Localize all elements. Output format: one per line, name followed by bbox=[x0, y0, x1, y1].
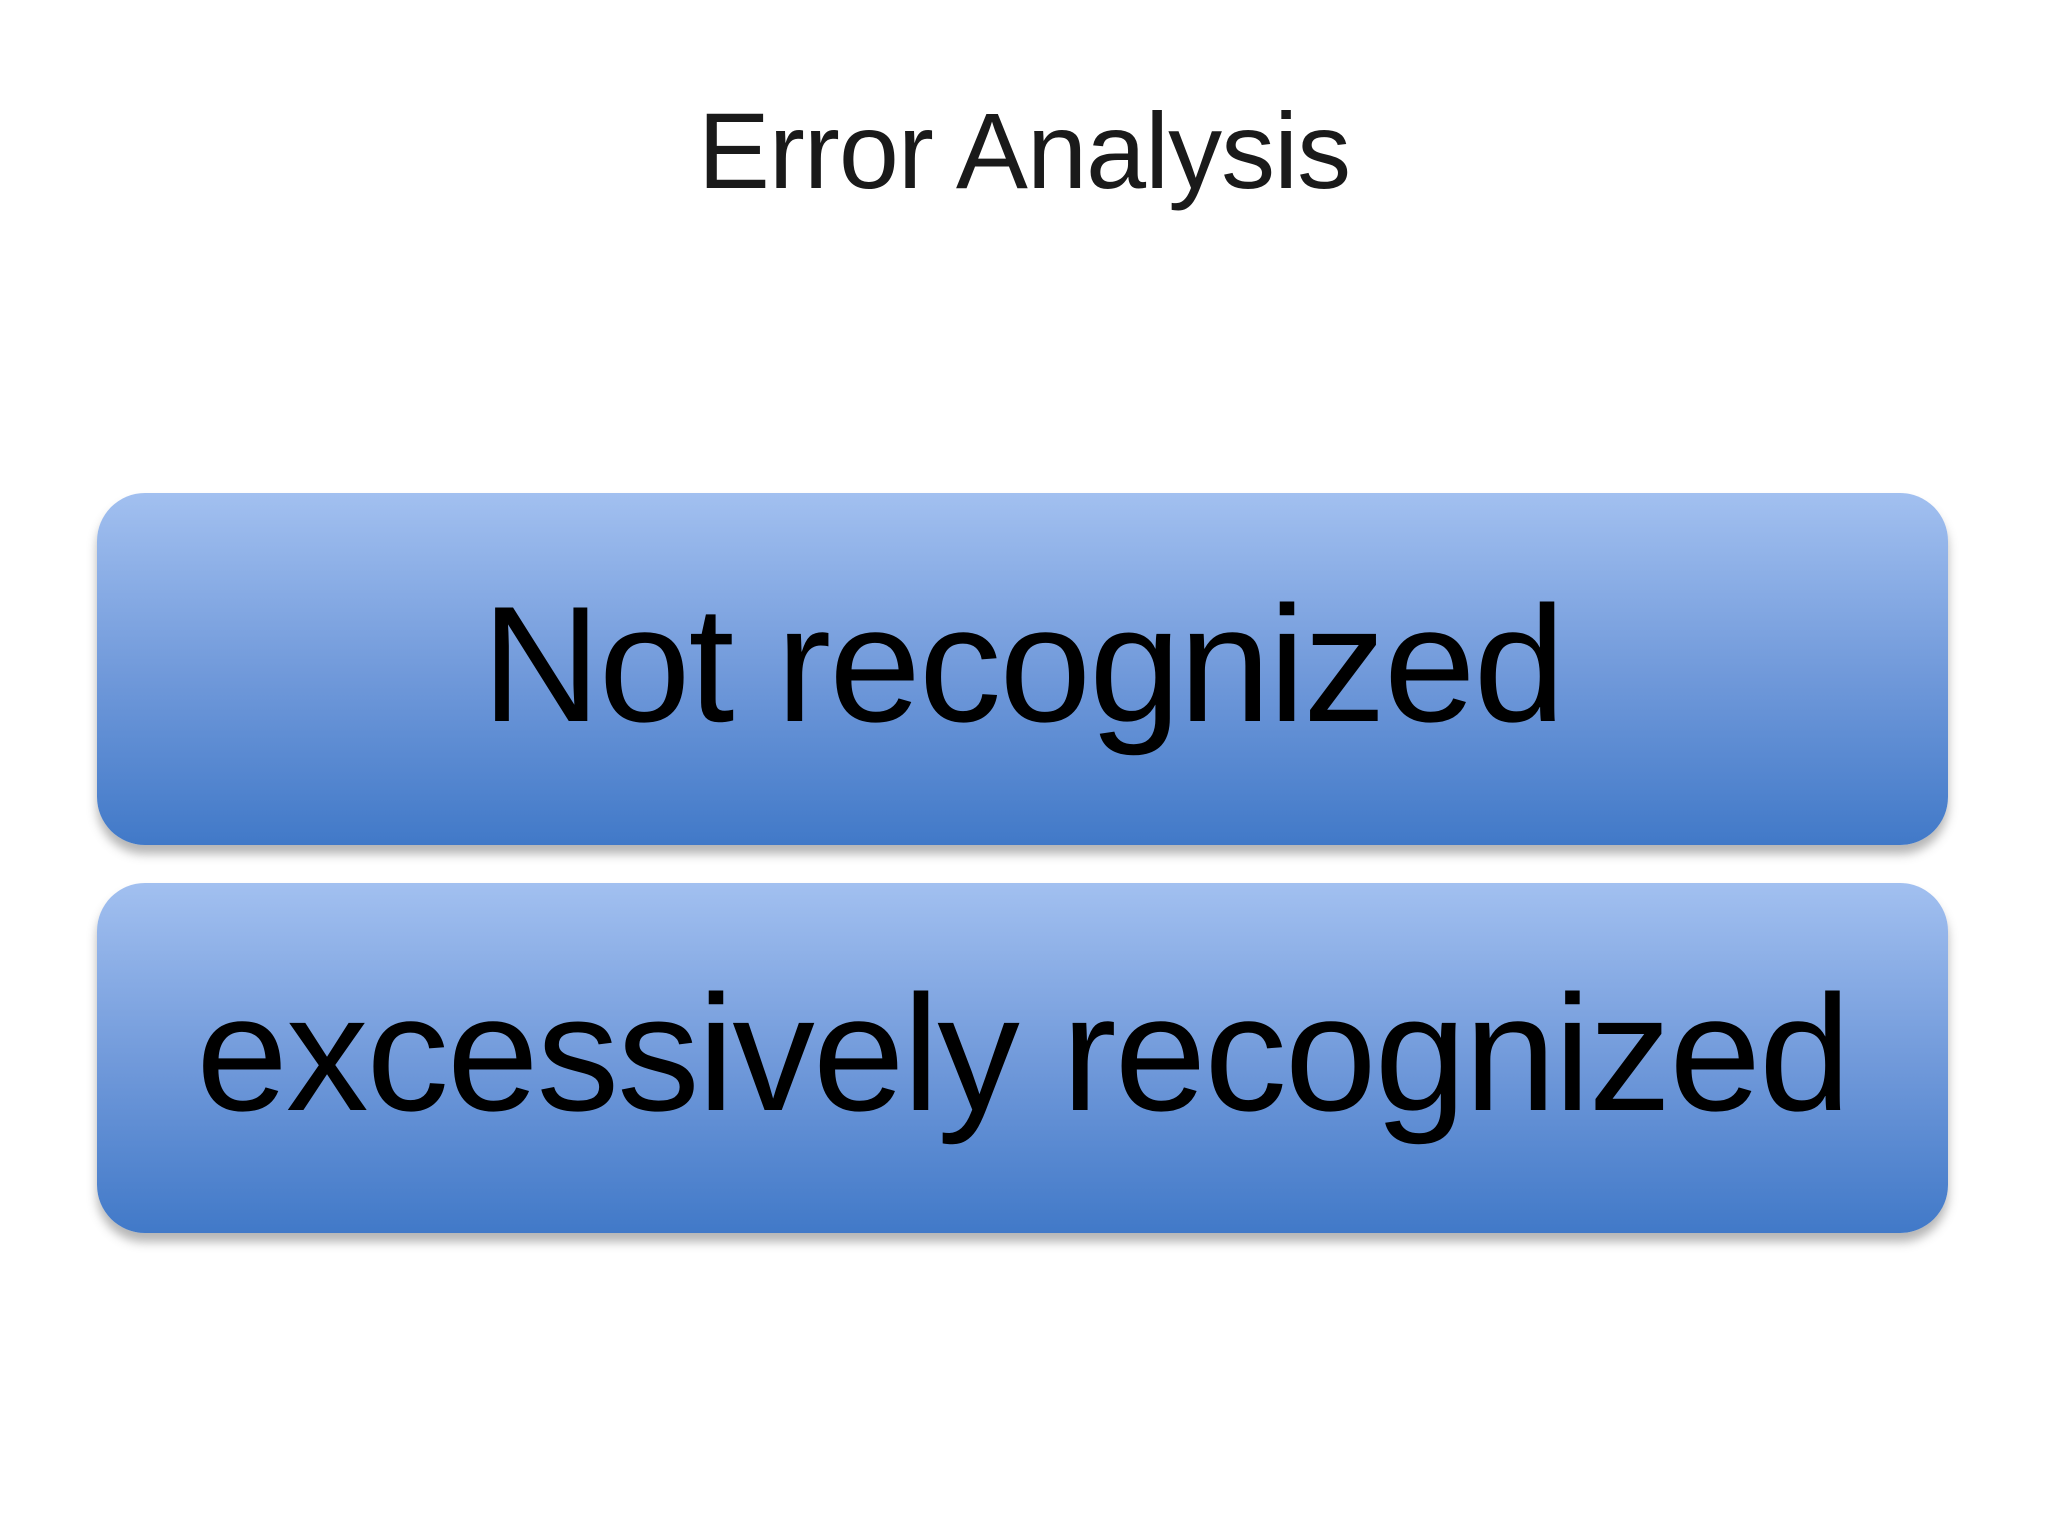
box-label-excessively-recognized: excessively recognized bbox=[196, 960, 1851, 1145]
slide-title: Error Analysis bbox=[697, 90, 1351, 211]
error-box-excessively-recognized: excessively recognized bbox=[97, 883, 1948, 1233]
error-box-not-recognized: Not recognized bbox=[97, 493, 1948, 845]
box-label-not-recognized: Not recognized bbox=[481, 571, 1566, 756]
